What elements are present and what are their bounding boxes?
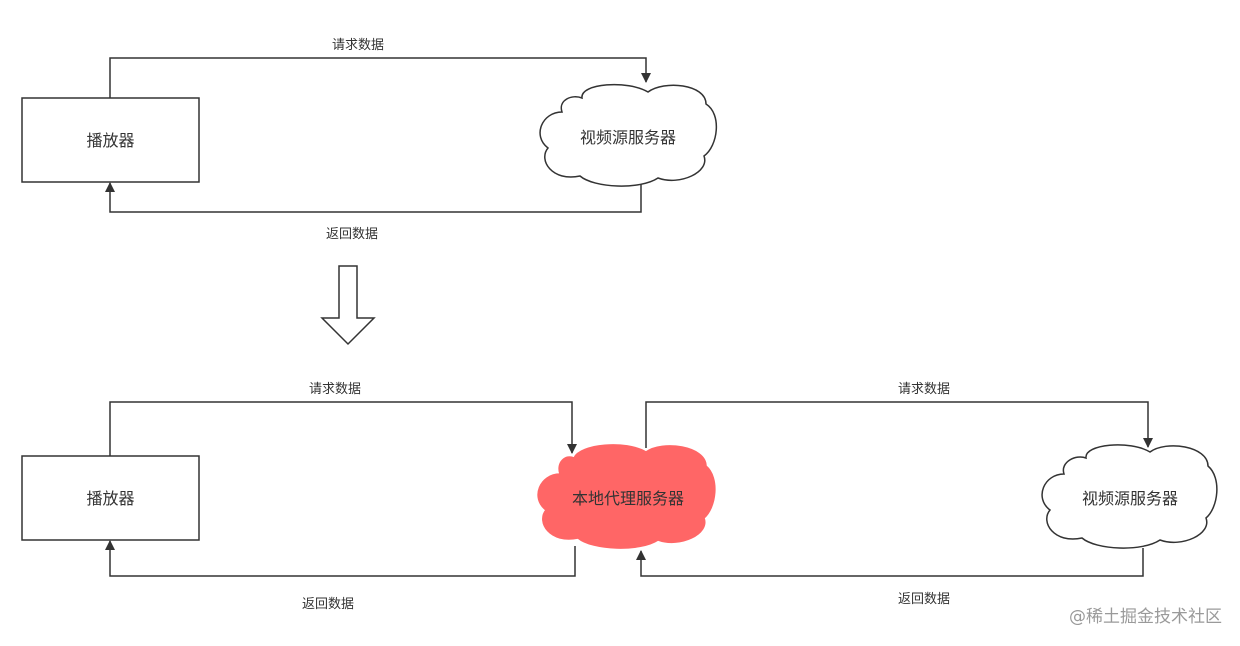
watermark: @稀土掘金技术社区 bbox=[1069, 607, 1222, 627]
bottom-response-label-right: 返回数据 bbox=[898, 592, 950, 607]
bottom-proxy-cloud bbox=[537, 444, 716, 549]
bottom-request-arrow-right bbox=[645, 401, 1153, 448]
top-server-label: 视频源服务器 bbox=[580, 128, 676, 147]
bottom-server-cloud bbox=[1041, 444, 1218, 549]
bottom-request-arrow-left bbox=[109, 401, 577, 456]
top-player-label: 播放器 bbox=[86, 131, 134, 150]
bottom-server-label: 视频源服务器 bbox=[1082, 489, 1178, 508]
top-request-arrow bbox=[109, 57, 651, 98]
top-server-cloud bbox=[539, 83, 718, 187]
bottom-response-label-left: 返回数据 bbox=[302, 597, 354, 612]
bottom-player-label: 播放器 bbox=[86, 489, 134, 508]
bottom-proxy-label: 本地代理服务器 bbox=[572, 489, 684, 508]
bottom-response-arrow-right bbox=[636, 548, 1144, 577]
top-response-label: 返回数据 bbox=[326, 227, 378, 242]
top-response-arrow bbox=[105, 182, 642, 213]
top-player-box bbox=[21, 97, 200, 183]
bottom-request-label-left: 请求数据 bbox=[309, 382, 361, 397]
top-request-label: 请求数据 bbox=[332, 38, 384, 53]
bottom-request-label-right: 请求数据 bbox=[898, 382, 950, 397]
transition-down-arrow bbox=[320, 265, 376, 346]
bottom-response-arrow-left bbox=[105, 540, 576, 577]
